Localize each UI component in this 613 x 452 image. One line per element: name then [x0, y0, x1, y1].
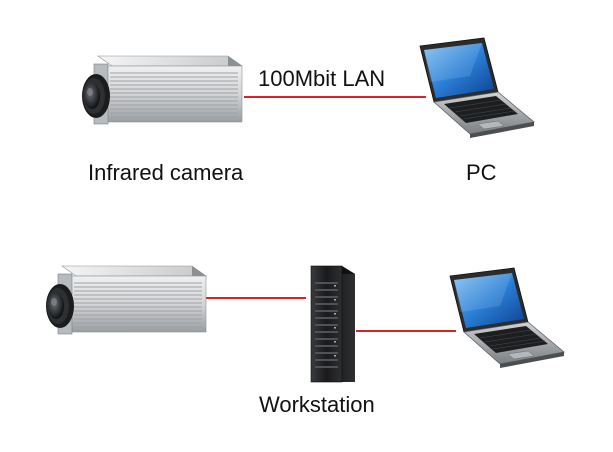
pc-label: PC [466, 160, 497, 185]
infrared-camera-label: Infrared camera [88, 160, 244, 185]
infrared-camera-icon [81, 55, 243, 125]
infrared-camera-icon-2 [45, 265, 207, 335]
lan-link-label: 100Mbit LAN [258, 66, 386, 91]
workstation-label: Workstation [259, 392, 375, 417]
laptop-icon-2 [449, 267, 565, 369]
pc-laptop-icon [419, 37, 535, 139]
workstation-server-icon [310, 265, 355, 383]
